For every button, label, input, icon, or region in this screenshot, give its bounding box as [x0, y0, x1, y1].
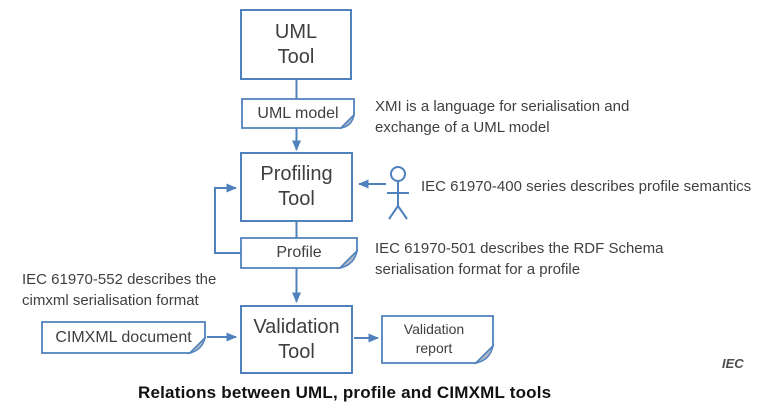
profiling-tool-label-line1: Profiling — [260, 163, 333, 185]
uml-tool-label-line1: UML — [274, 20, 318, 43]
cimxml-document-label: CIMXML document — [55, 329, 192, 346]
arrow-profile-feedback-loop — [214, 183, 241, 254]
annotation-iec-501-line1: IEC 61970-501 describes the RDF Schema — [375, 240, 664, 257]
diagram-caption: Relations between UML, profile and CIMXM… — [138, 383, 552, 402]
uml-tool-box: UML Tool — [240, 9, 352, 80]
profiling-tool-label-line2: Tool — [278, 188, 315, 210]
uml-model-document-label: UML model — [257, 105, 339, 122]
annotation-iec-552-line2: cimxml serialisation format — [22, 292, 199, 309]
annotation-iec-501-line2: serialisation format for a profile — [375, 261, 581, 278]
validation-report-label-line1: Validation — [403, 321, 465, 337]
validation-report-label-line2: report — [415, 340, 453, 356]
annotation-iec-61970-501: IEC 61970-501 describes the RDF Schema s… — [375, 238, 663, 280]
annotation-xmi: XMI is a language for serialisation and … — [375, 96, 629, 138]
uml-tool-label-line2: Tool — [277, 45, 315, 68]
profile-fold-icon — [337, 248, 359, 270]
iec-credit-label: IEC — [722, 356, 744, 371]
annotation-iec-400-text: IEC 61970-400 series describes profile s… — [421, 178, 752, 195]
cimxml-fold-icon — [187, 335, 207, 355]
annotation-xmi-line2: exchange of a UML model — [375, 119, 550, 136]
validation-tool-label-line2: Tool — [278, 340, 315, 363]
uml-model-fold-icon — [338, 112, 356, 130]
validation-report-fold-icon — [473, 343, 495, 365]
actor-icon — [387, 166, 409, 220]
annotation-iec-61970-400: IEC 61970-400 series describes profile s… — [421, 176, 751, 197]
validation-tool-box: Validation Tool — [240, 305, 353, 374]
profiling-tool-box: Profiling Tool — [240, 152, 353, 222]
annotation-iec-552-line1: IEC 61970-552 describes the — [22, 271, 217, 288]
profile-document-label: Profile — [276, 244, 322, 261]
validation-report-document-label: Validation report — [382, 320, 486, 358]
annotation-iec-61970-552: IEC 61970-552 describes the cimxml seria… — [22, 269, 216, 311]
validation-tool-label-line1: Validation — [253, 315, 340, 338]
annotation-xmi-line1: XMI is a language for serialisation and — [375, 98, 630, 115]
